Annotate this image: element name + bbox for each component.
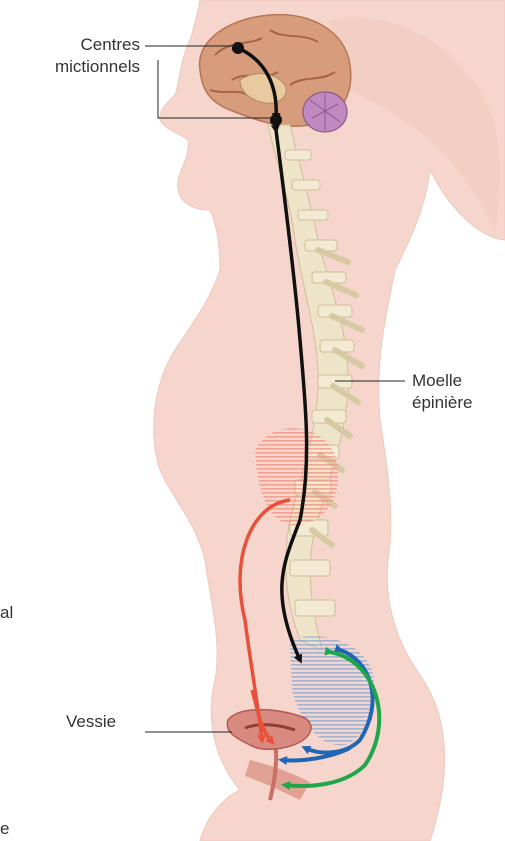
label-moelle-epiniere: Moelle épinière xyxy=(412,370,473,414)
cortical-node xyxy=(232,42,244,54)
label-vessie: Vessie xyxy=(66,711,116,733)
brainstem-node xyxy=(270,114,282,126)
label-centres-mictionnels: Centres mictionnels xyxy=(20,34,140,78)
label-fragment-al: al xyxy=(0,602,13,624)
label-fragment-e: e xyxy=(0,818,9,840)
